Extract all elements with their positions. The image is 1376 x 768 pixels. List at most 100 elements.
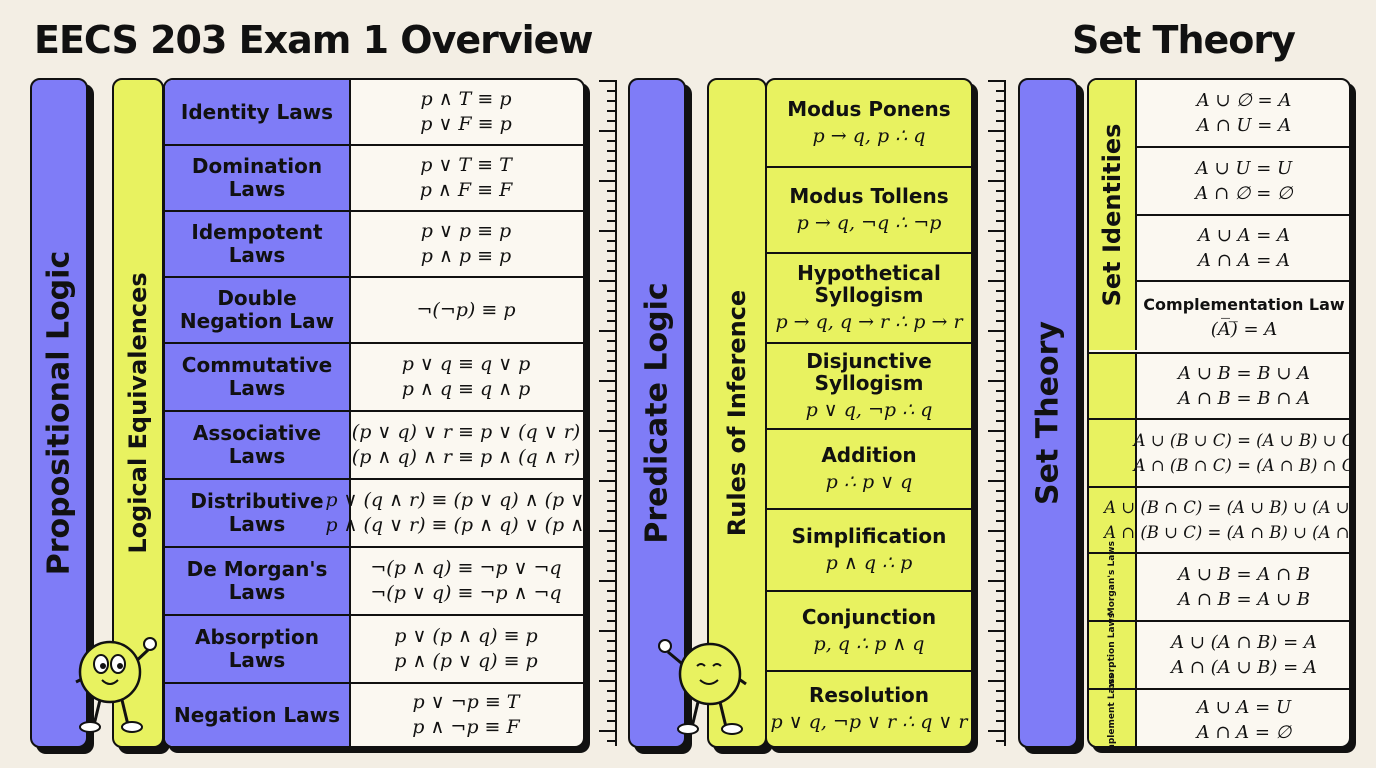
rule-form: p, q ∴ p ∧ q	[813, 632, 925, 655]
ruler-tick	[996, 340, 1006, 342]
ruler-tick	[996, 590, 1006, 592]
ruler-tick	[996, 170, 1006, 172]
set-formula: A ∩ B = A ∪ B	[1177, 589, 1311, 610]
ruler-tick	[599, 280, 617, 282]
law-formula: p ∧ ¬p ≡ F	[412, 716, 520, 738]
ruler-tick	[607, 600, 617, 602]
ruler-tick	[996, 120, 1006, 122]
rule-form: p ∴ p ∨ q	[825, 470, 913, 493]
ruler-tick	[599, 130, 617, 132]
set-formula: A ∩ (B ∪ C) = (A ∩ B) ∪ (A ∩ C)	[1104, 523, 1351, 542]
ruler-tick	[996, 540, 1006, 542]
ruler-tick	[607, 210, 617, 212]
ruler-tick	[996, 600, 1006, 602]
law-name: Distributive Laws	[165, 480, 351, 546]
ruler-tick	[996, 740, 1006, 742]
ruler-tick	[996, 650, 1006, 652]
ruler-tick	[607, 100, 617, 102]
law-name: Identity Laws	[165, 80, 351, 144]
ruler-tick	[996, 670, 1006, 672]
ruler-spine	[615, 80, 617, 746]
ruler-tick	[996, 470, 1006, 472]
rule-name: Modus Tollens	[789, 183, 949, 208]
ruler-tick	[607, 340, 617, 342]
ruler-tick	[607, 120, 617, 122]
law-formula: p ∧ F ≡ F	[419, 179, 513, 201]
law-name: Double Negation Law	[165, 278, 351, 342]
ruler-tick	[607, 290, 617, 292]
ruler-tick	[996, 150, 1006, 152]
ruler-tick	[996, 220, 1006, 222]
set-row-tab: Absorption Laws	[1089, 613, 1137, 697]
rules-of-inference-label: Rules of Inference	[723, 289, 751, 537]
ruler-tick	[996, 490, 1006, 492]
ruler-tick	[607, 670, 617, 672]
equivalence-row: Double Negation Law ¬(¬p) ≡ p	[165, 276, 583, 342]
law-formulas: (p ∨ q) ∨ r ≡ p ∨ (q ∨ r)(p ∧ q) ∧ r ≡ p…	[349, 412, 583, 478]
set-theory-label: Set Theory	[1030, 321, 1066, 505]
predicate-logic-bar: Predicate Logic	[628, 78, 686, 748]
ruler-tick	[599, 380, 617, 382]
ruler-tick	[988, 630, 1006, 632]
ruler-tick	[996, 510, 1006, 512]
ruler-tick	[607, 460, 617, 462]
set-row-tab	[1089, 354, 1137, 418]
rule-name: Modus Ponens	[787, 96, 951, 121]
ruler-tick	[996, 700, 1006, 702]
ruler-tick	[996, 410, 1006, 412]
equivalence-row: De Morgan's Laws¬(p ∧ q) ≡ ¬p ∨ ¬q¬(p ∨ …	[165, 546, 583, 614]
law-formula: ¬(p ∨ q) ≡ ¬p ∧ ¬q	[370, 582, 562, 604]
set-formulas: Complementation Law(A̅)̅ = A	[1139, 282, 1349, 352]
ruler-tick	[996, 160, 1006, 162]
ruler-tick	[996, 720, 1006, 722]
rule-form: p → q, ¬q ∴ ¬p	[796, 211, 942, 234]
ruler-tick	[607, 490, 617, 492]
ruler-tick	[996, 240, 1006, 242]
ruler-tick	[607, 350, 617, 352]
ruler-tick	[996, 250, 1006, 252]
ruler-tick	[607, 690, 617, 692]
law-formulas: ¬(p ∧ q) ≡ ¬p ∨ ¬q ¬(p ∨ q) ≡ ¬p ∧ ¬q	[349, 548, 583, 614]
law-formula: ¬(p ∧ q) ≡ ¬p ∨ ¬q	[370, 557, 562, 579]
ruler-tick	[607, 300, 617, 302]
law-name: Absorption Laws	[165, 616, 351, 682]
law-formula: p ∨ (p ∧ q) ≡ p	[394, 625, 538, 647]
law-formula: (p ∨ q) ∨ r ≡ p ∨ (q ∨ r)	[351, 421, 581, 443]
set-formula: A ∪ A = A	[1197, 225, 1291, 246]
set-identity-row: A ∪ (B ∩ C) = (A ∪ B) ∪ (A ∪ C)A ∩ (B ∪ …	[1089, 486, 1349, 552]
ruler-decoration	[593, 80, 617, 746]
ruler-tick	[607, 140, 617, 142]
rule-form: p → q, p ∴ q	[812, 124, 926, 147]
ruler-tick	[607, 400, 617, 402]
set-formula: (A̅)̅ = A	[1210, 319, 1278, 340]
ruler-tick	[996, 450, 1006, 452]
ruler-tick	[599, 580, 617, 582]
ruler-tick	[988, 480, 1006, 482]
law-formula: ¬(¬p) ≡ p	[416, 298, 516, 321]
ruler-tick	[607, 500, 617, 502]
law-formula: p ∧ p ≡ p	[420, 245, 512, 267]
inference-rule: Modus Tollens p → q, ¬q ∴ ¬p	[767, 166, 971, 252]
ruler-tick	[599, 430, 617, 432]
ruler-tick	[996, 110, 1006, 112]
ruler-tick	[607, 410, 617, 412]
ruler-tick	[996, 200, 1006, 202]
ruler-tick	[988, 80, 1006, 82]
rule-name: Disjunctive Syllogism	[806, 348, 932, 395]
ruler-tick	[996, 420, 1006, 422]
ruler-tick	[599, 530, 617, 532]
set-identities-strip: Set Identities	[1089, 80, 1137, 350]
logical-equivalences-label: Logical Equivalences	[124, 272, 152, 554]
